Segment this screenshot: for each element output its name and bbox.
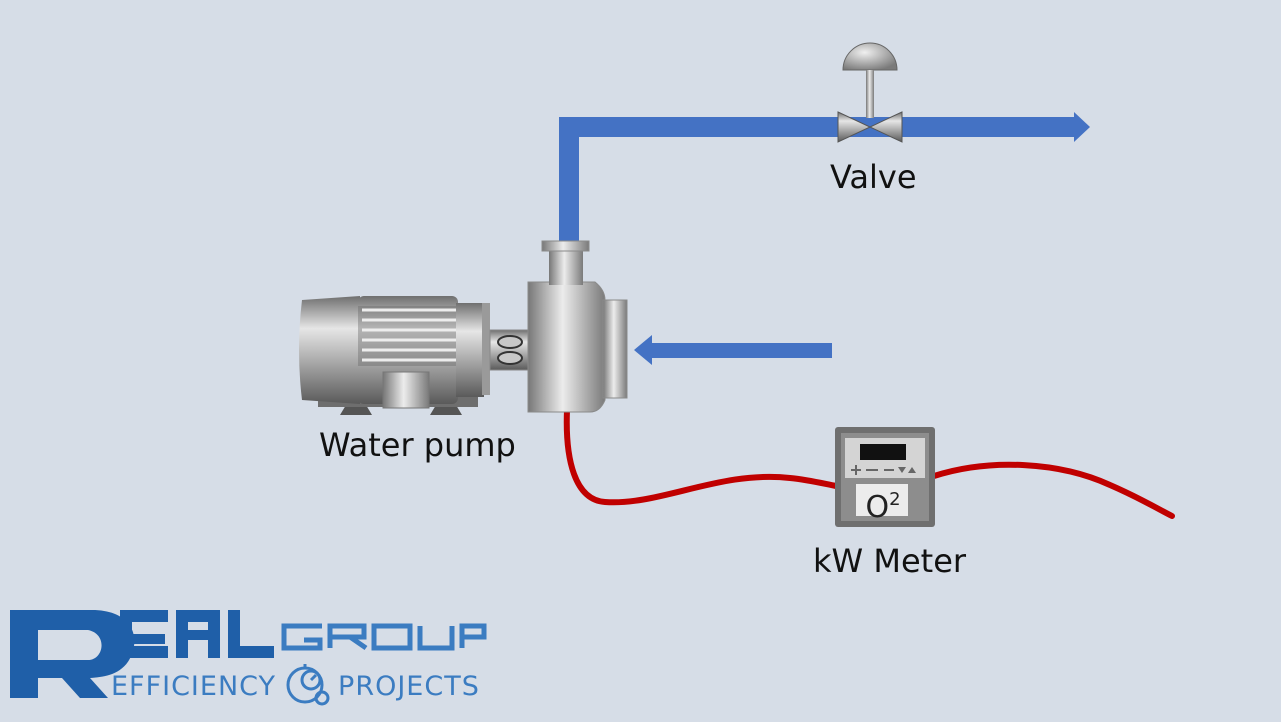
water-pump-label: Water pump bbox=[319, 426, 516, 464]
outlet-arrow-head bbox=[1074, 112, 1090, 142]
meter-display-reading: O2 bbox=[858, 484, 908, 524]
inlet-arrow bbox=[634, 335, 832, 365]
valve-label: Valve bbox=[830, 158, 917, 196]
power-cable bbox=[563, 407, 1175, 519]
real-group-logo bbox=[10, 610, 487, 706]
valve-icon bbox=[837, 42, 903, 143]
water-pump-icon bbox=[299, 240, 628, 415]
kw-meter-icon bbox=[835, 427, 935, 527]
kw-meter-label: kW Meter bbox=[813, 542, 967, 580]
logo-tagline: EFFICIENCY PROJECTS bbox=[111, 671, 480, 702]
logo-projects-text: PROJECTS bbox=[338, 671, 480, 702]
meter-display-sup: 2 bbox=[889, 489, 901, 510]
logo-efficiency-text: EFFICIENCY bbox=[111, 671, 277, 702]
meter-display-base: O bbox=[865, 490, 890, 525]
gear-icon bbox=[286, 664, 330, 706]
outlet-pipe bbox=[559, 112, 1090, 245]
